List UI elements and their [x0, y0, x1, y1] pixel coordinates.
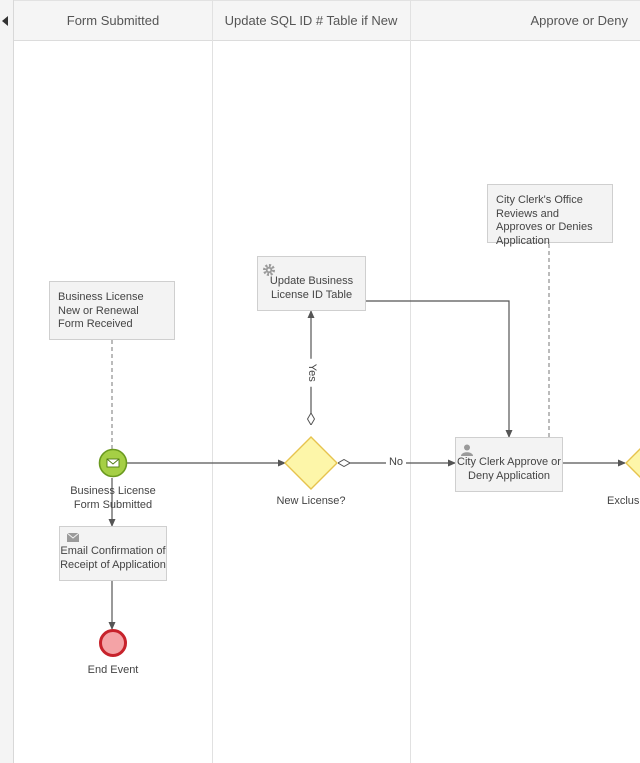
lane-divider: [212, 0, 213, 763]
lane-title: Approve or Deny: [530, 13, 628, 28]
gear-icon: [263, 264, 275, 276]
lane-title: Update SQL ID # Table if New: [224, 13, 398, 28]
lane-header-form-submitted[interactable]: Form Submitted: [14, 0, 212, 41]
end-event-label: End Event: [87, 664, 139, 676]
lane-header-update-sql[interactable]: Update SQL ID # Table if New: [212, 0, 410, 41]
user-icon: [461, 444, 473, 456]
start-event-label: Business License Form Submitted: [70, 485, 156, 511]
envelope-icon: [106, 458, 120, 468]
lane-divider: [410, 0, 411, 763]
envelope-icon: [67, 533, 79, 542]
task-email-confirmation[interactable]: Email Confirmation of Receipt of Applica…: [59, 526, 167, 581]
task-label: Update Business License ID Table: [269, 275, 354, 301]
collapse-panel-tab[interactable]: [0, 0, 14, 763]
lane-header-approve-deny[interactable]: Approve or Deny: [410, 0, 640, 41]
flow-label-no: No: [386, 456, 406, 470]
collapse-left-icon[interactable]: [2, 16, 8, 26]
flow-update-to-approve[interactable]: [366, 300, 513, 438]
gateway-exclusive-label: Exclusi: [607, 495, 640, 507]
task-city-clerk-approve[interactable]: City Clerk Approve or Deny Application: [455, 437, 563, 492]
task-update-license-id[interactable]: Update Business License ID Table: [257, 256, 366, 311]
annotation-text: Business License New or Renewal Form Rec…: [58, 291, 144, 330]
gateway-new-license-label: New License?: [276, 495, 346, 507]
annotation-text: City Clerk's Office Reviews and Approves…: [496, 194, 593, 247]
lane-title: Form Submitted: [66, 13, 160, 28]
task-label: Email Confirmation of Receipt of Applica…: [60, 545, 166, 571]
annotation-clerk-review[interactable]: City Clerk's Office Reviews and Approves…: [487, 184, 613, 247]
flow-label-yes: Yes: [304, 358, 318, 387]
annotation-form-received[interactable]: Business License New or Renewal Form Rec…: [49, 281, 175, 340]
end-event[interactable]: [99, 629, 127, 657]
gateway-exclusive[interactable]: [625, 437, 640, 489]
gateway-new-license[interactable]: [284, 436, 338, 490]
task-label: City Clerk Approve or Deny Application: [457, 456, 561, 482]
